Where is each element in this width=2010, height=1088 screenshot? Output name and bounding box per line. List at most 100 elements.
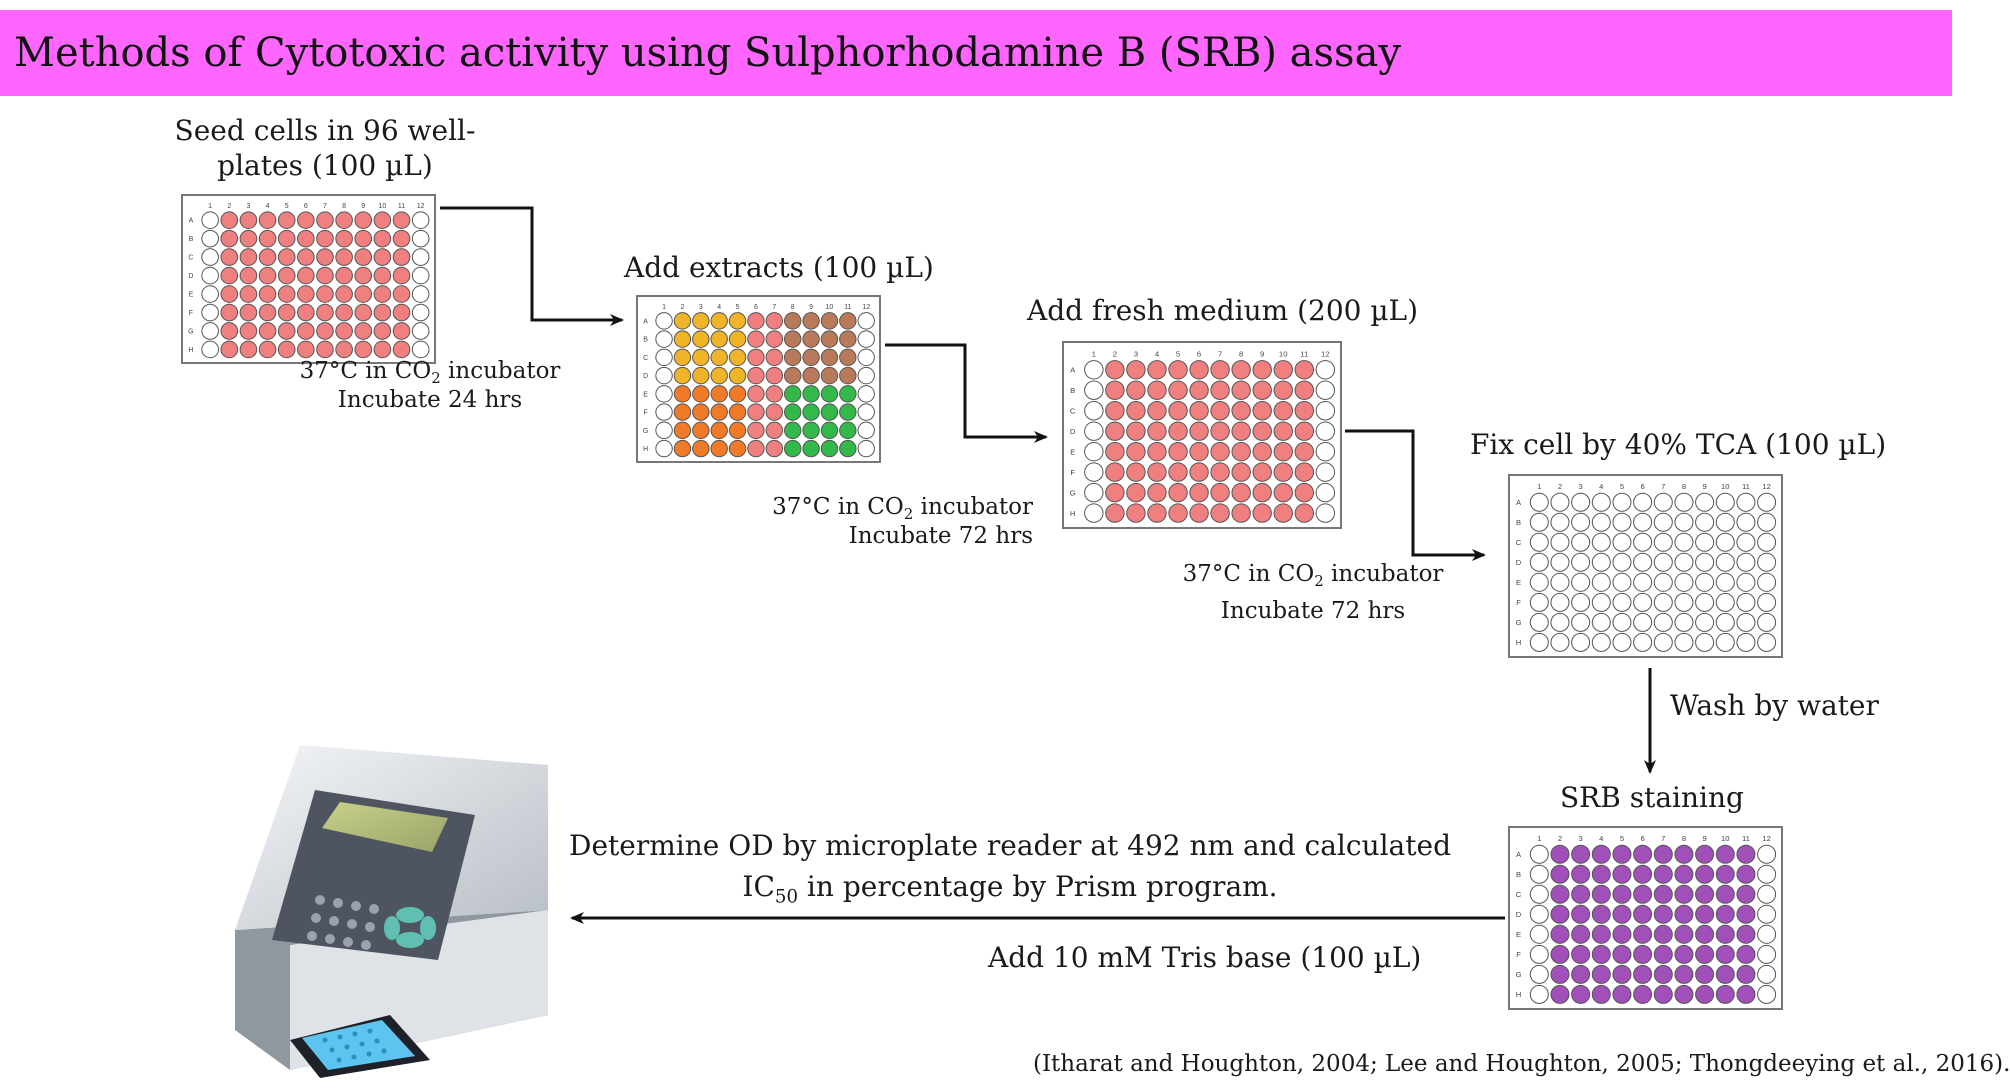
plate-column-label: 5 <box>285 203 289 210</box>
plate-well <box>820 403 839 421</box>
plate-well <box>802 421 820 440</box>
plate-row-label: D <box>643 373 648 380</box>
plate-well <box>1105 401 1125 421</box>
plate-well <box>1529 884 1549 904</box>
plate-well <box>1591 964 1611 984</box>
plate-well <box>765 330 784 348</box>
plate-well <box>765 312 784 330</box>
plate-well <box>392 340 411 359</box>
plate-well <box>1633 944 1653 964</box>
plate-well <box>1757 552 1777 572</box>
plate-well <box>1168 380 1188 400</box>
plate-well <box>1757 964 1777 984</box>
plate-well <box>1294 441 1315 462</box>
plate-well <box>1715 884 1735 904</box>
plate-well <box>1294 462 1315 482</box>
plate-well <box>1715 864 1735 884</box>
plate-well <box>411 303 430 322</box>
plate-row-label: H <box>188 347 193 354</box>
plate-well <box>1715 964 1735 984</box>
plate-well <box>1612 592 1632 612</box>
plate-well <box>1147 421 1167 441</box>
incubate-24-time: Incubate 24 hrs <box>337 386 523 413</box>
determine-od-line2: IC50 in percentage by Prism program. <box>742 870 1278 908</box>
plate-well <box>1294 482 1315 503</box>
plate-well <box>710 439 728 458</box>
plate-row-label: H <box>1516 638 1521 647</box>
plate-well <box>802 312 820 330</box>
plate-well <box>335 266 353 285</box>
plate-well <box>1550 904 1570 924</box>
plate-well <box>258 322 277 340</box>
plate-column-label: 1 <box>1537 834 1541 843</box>
plate-well <box>1147 462 1167 482</box>
plate-well <box>220 248 239 266</box>
plate-row-label: D <box>1070 427 1076 436</box>
plate-well <box>1757 944 1777 964</box>
plate-column-label: 12 <box>417 203 425 210</box>
plate-well <box>1591 984 1611 1004</box>
plate-well <box>1294 401 1315 421</box>
plate-well <box>1529 924 1549 944</box>
plate-well <box>1252 441 1272 462</box>
plate-well <box>728 366 747 385</box>
plate-well <box>1084 380 1104 400</box>
plate-well <box>655 403 673 421</box>
plate-row-label: F <box>189 310 193 317</box>
plate-well <box>239 303 258 322</box>
plate-well <box>1147 482 1167 503</box>
plate-well <box>765 348 784 367</box>
plate-well <box>1736 844 1756 864</box>
plate-well <box>1189 441 1209 462</box>
plate-well <box>1715 612 1735 632</box>
plate-well <box>783 366 802 385</box>
plate-well <box>411 211 430 229</box>
plate-well <box>411 340 430 359</box>
plate-well <box>1147 380 1167 400</box>
plate-well <box>1591 904 1611 924</box>
plate-column-label: 3 <box>1579 834 1583 843</box>
incubate-72b-time: Incubate 72 hrs <box>1220 597 1406 624</box>
plate-well <box>1529 984 1549 1004</box>
plate-row-label: F <box>643 410 647 417</box>
plate-well <box>1529 532 1549 552</box>
plate-row-label: B <box>189 236 194 243</box>
plate-well <box>1653 864 1673 884</box>
plate-well <box>1591 592 1611 612</box>
plate-well <box>1189 503 1209 523</box>
plate-well <box>1105 462 1125 482</box>
plate-well <box>802 330 820 348</box>
plate-well <box>354 303 373 322</box>
plate-column-label: 2 <box>227 203 231 210</box>
plate-well <box>1315 441 1336 462</box>
plate-well <box>335 303 353 322</box>
plate-column-label: 2 <box>681 304 685 311</box>
plate-well <box>1147 503 1167 523</box>
plate-well <box>1736 964 1756 984</box>
diagram-overlay <box>235 206 1656 1078</box>
plate-well <box>1189 462 1209 482</box>
plate-well <box>710 385 728 403</box>
plate-column-label: 2 <box>1113 350 1117 359</box>
plate-well <box>1126 503 1146 523</box>
plate-well <box>354 340 373 359</box>
plate-row-label: E <box>1070 447 1075 456</box>
plate-well <box>277 285 296 303</box>
plate-well <box>802 403 820 421</box>
plate-well <box>277 211 296 229</box>
plate-row-label: B <box>643 337 648 344</box>
plate-well <box>655 385 673 403</box>
plate-well <box>373 340 392 359</box>
plate-well <box>692 439 710 458</box>
plate-column-label: 5 <box>1620 482 1624 491</box>
plate-well <box>747 348 765 367</box>
plate-well <box>1736 612 1756 632</box>
plate-well <box>1653 552 1673 572</box>
plate-row-label: E <box>1516 930 1521 939</box>
plate-well <box>1210 360 1230 380</box>
plate-column-label: 9 <box>361 203 365 210</box>
plate-well <box>747 421 765 440</box>
plate-column-label: 3 <box>1579 482 1583 491</box>
